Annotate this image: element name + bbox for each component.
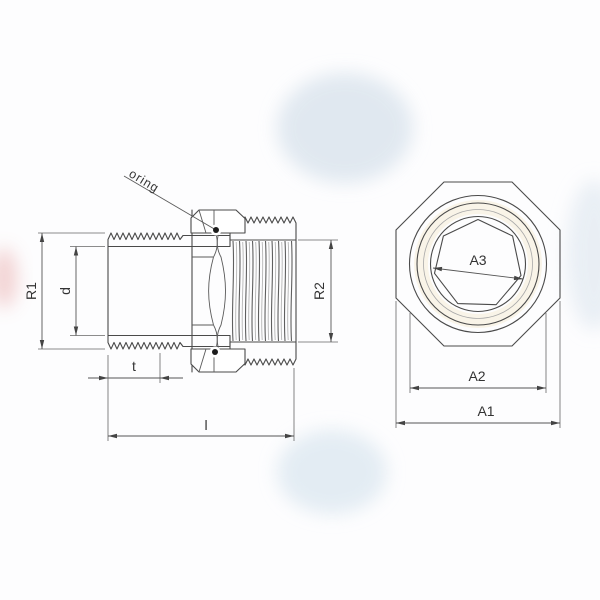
scan-tint-blue-right <box>566 180 600 330</box>
dimension-l: l <box>107 355 295 441</box>
internal-thread-ribs <box>231 240 293 342</box>
dimension-A2-label: A2 <box>468 368 485 384</box>
dimension-d-label: d <box>57 287 73 295</box>
end-view <box>395 181 561 347</box>
hex-outline-octagon <box>395 181 561 347</box>
oring-leader-line <box>123 175 217 231</box>
dimension-R2: R2 <box>298 239 338 343</box>
dimension-R2-label: R2 <box>311 282 327 300</box>
dimension-A2: A2 <box>409 313 547 393</box>
oring-dot-bottom <box>212 349 218 355</box>
dimension-R1: R1 <box>23 232 105 350</box>
dimension-l-label: l <box>204 417 207 433</box>
dimension-t: t <box>88 353 183 383</box>
upper-wall-section <box>107 232 231 248</box>
thread-major-circle <box>408 194 548 334</box>
dimension-t-label: t <box>132 358 136 374</box>
hex-flat-bottom-block <box>190 348 246 373</box>
dimension-A3: A3 <box>432 252 524 281</box>
hex-body-face <box>191 209 226 373</box>
bore-circle <box>429 215 527 313</box>
thread-minor-circle <box>416 202 540 326</box>
hex-flat-top-block <box>190 209 246 234</box>
dimensions: R1 d R2 t <box>23 232 561 441</box>
oring-dot-top <box>213 227 219 233</box>
lower-wall-section <box>107 334 231 350</box>
scan-cream-ring <box>414 200 542 328</box>
dimension-A1: A1 <box>395 301 561 428</box>
internal-hex-socket <box>433 218 522 306</box>
dimension-d: d <box>57 246 105 336</box>
dimension-R1-label: R1 <box>23 282 39 300</box>
scan-tint-blue-top <box>277 73 413 183</box>
chamfer-circle <box>423 209 533 319</box>
scan-tint-blue-bottom <box>277 430 387 514</box>
dimension-A3-label: A3 <box>469 252 486 268</box>
side-section-view: oring <box>107 167 297 373</box>
scan-tint-pink <box>0 248 17 308</box>
dimension-A1-label: A1 <box>477 403 494 419</box>
